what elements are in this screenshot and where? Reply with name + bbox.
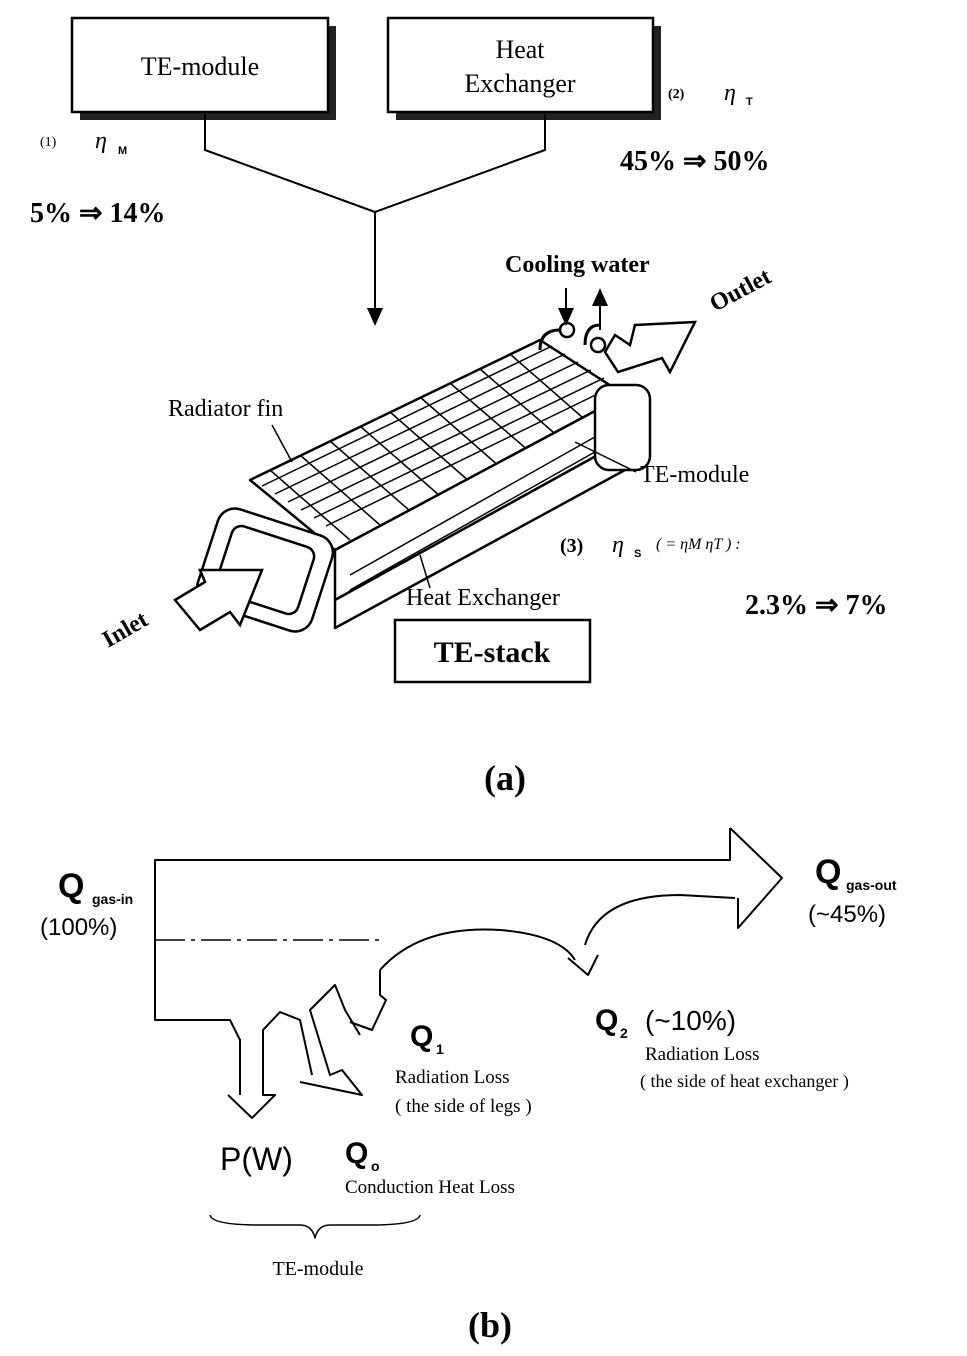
q-gas-in-symbol: Q	[58, 867, 84, 905]
eta-t-values: 45% ⇒ 50%	[620, 146, 769, 177]
heat-exchanger-pointer-label: Heat Exchanger	[406, 585, 560, 611]
q-gas-in-subscript: gas-in	[92, 891, 133, 907]
outlet-arrow	[603, 320, 698, 375]
q-gas-out-percent: (~45%)	[808, 901, 886, 928]
q-gas-out-subscript: gas-out	[846, 877, 897, 893]
q0-subscript: o	[371, 1158, 380, 1174]
te-stack-label: TE-stack	[434, 636, 551, 669]
q1-description-line1: Radiation Loss	[395, 1067, 510, 1088]
eta-m-symbol: η	[95, 128, 107, 154]
eta-m-subscript: M	[118, 145, 127, 157]
eta-s-number: (3)	[560, 535, 583, 557]
panel-a-label: (a)	[484, 758, 526, 798]
q1-subscript: 1	[436, 1041, 444, 1057]
te-module-brace-label: TE-module	[272, 1258, 363, 1280]
box-connector	[204, 114, 546, 326]
heat-exchanger-box	[386, 16, 661, 120]
eta-m-number: (1)	[40, 135, 57, 150]
heat-exchanger-box-label-line2: Exchanger	[464, 69, 576, 98]
q2-description-line1: Radiation Loss	[645, 1044, 760, 1065]
q1-description-line2: ( the side of legs )	[395, 1096, 532, 1117]
heat-exchanger-box-label-line1: Heat	[495, 35, 545, 64]
eta-t-subscript: T	[746, 96, 753, 108]
cooling-water-arrows	[558, 288, 608, 330]
eta-s-symbol: η	[612, 532, 624, 558]
eta-t-symbol: η	[724, 80, 736, 106]
eta-t-number: (2)	[668, 87, 685, 102]
q-gas-in-percent: (100%)	[40, 914, 117, 941]
q2-description-line2: ( the side of heat exchanger )	[640, 1071, 849, 1092]
eta-m-values: 5% ⇒ 14%	[30, 198, 165, 229]
outlet-label: Outlet	[706, 264, 776, 318]
te-stack-drawing	[195, 321, 652, 633]
eta-s-formula: ( = ηM ηT ) :	[656, 536, 741, 553]
q0-description: Conduction Heat Loss	[345, 1177, 515, 1198]
radiator-fin-label: Radiator fin	[168, 396, 283, 422]
te-module-pointer-label: TE-module	[640, 462, 749, 488]
q-gas-out-symbol: Q	[815, 853, 841, 891]
q2-symbol: Q	[595, 1004, 618, 1037]
energy-flow-diagram	[154, 827, 783, 1239]
q0-symbol: Q	[345, 1137, 368, 1170]
eta-s-subscript: S	[634, 548, 641, 560]
q1-symbol: Q	[410, 1020, 433, 1053]
power-label: P(W)	[220, 1141, 293, 1177]
cooling-water-label: Cooling water	[505, 252, 650, 278]
te-module-box-label: TE-module	[141, 52, 259, 81]
q2-percent: (~10%)	[645, 1005, 736, 1036]
inlet-label: Inlet	[98, 607, 153, 654]
q2-subscript: 2	[620, 1025, 628, 1041]
panel-b-label: (b)	[468, 1305, 512, 1345]
leader-lines	[271, 424, 637, 589]
te-module-box	[70, 16, 336, 120]
inlet-arrow	[173, 568, 264, 632]
te-stack-box	[393, 618, 592, 684]
eta-s-values: 2.3% ⇒ 7%	[745, 590, 887, 621]
